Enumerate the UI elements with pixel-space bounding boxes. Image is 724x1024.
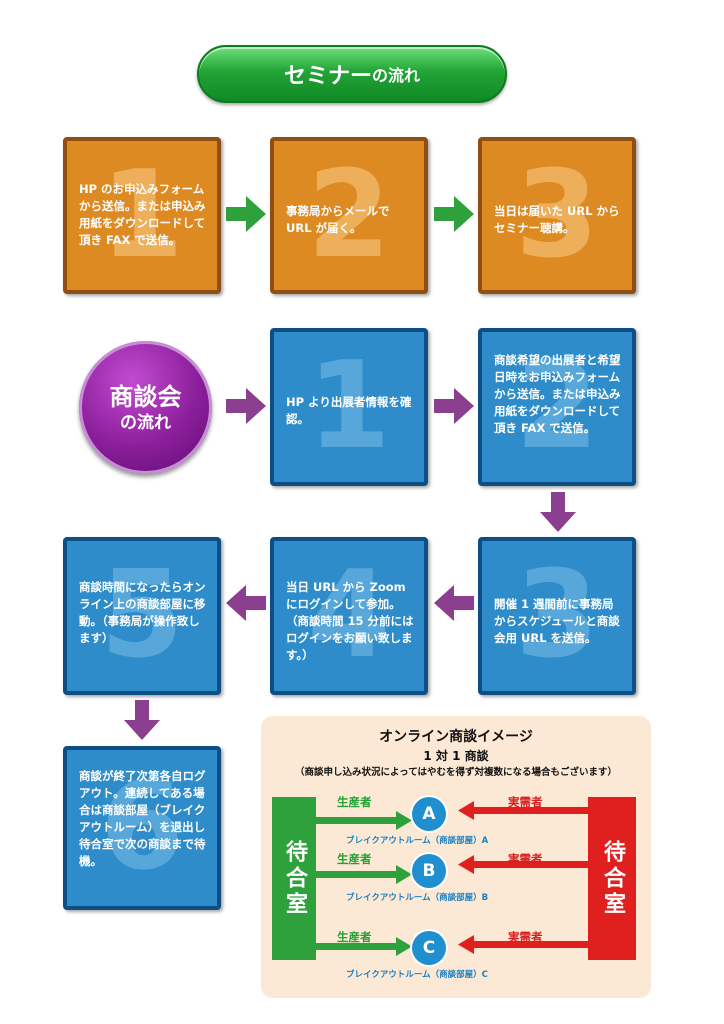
arrow-right-icon bbox=[226, 388, 266, 424]
arrow-right-icon bbox=[226, 196, 266, 232]
circle-line1: 商談会 bbox=[109, 382, 182, 411]
meeting-step-5: 5 商談時間になったらオンライン上の商談部屋に移動。（事務局が操作致します） bbox=[63, 537, 221, 695]
step-number: 2 bbox=[307, 145, 391, 285]
seminar-step-3: 3 当日は届いた URL からセミナー聴講。 bbox=[478, 137, 636, 294]
waiting-room-left: 待合室 bbox=[272, 797, 316, 960]
room-a: A bbox=[412, 797, 446, 831]
producer-label: 生産者 bbox=[337, 852, 372, 866]
buyer-label: 実需者 bbox=[508, 795, 543, 809]
step-text: HP より出展者情報を確認。 bbox=[286, 395, 412, 426]
title-pill: セミナー の流れ bbox=[197, 45, 507, 103]
seminar-step-2: 2 事務局からメールで URL が届く。 bbox=[270, 137, 428, 294]
arrow-left-icon bbox=[226, 585, 266, 621]
step-number: 1 bbox=[307, 337, 391, 476]
meeting-step-1: 1 HP より出展者情報を確認。 bbox=[270, 328, 428, 486]
meeting-step-2: 2 商談希望の出展者と希望日時をお申込みフォームから送信。または申込み用紙をダウ… bbox=[478, 328, 636, 486]
step-text: 当日 URL から Zoom にログインして参加。（商談時間 15 分前にはログ… bbox=[286, 580, 414, 662]
buyer-label: 実需者 bbox=[508, 852, 543, 866]
producer-label: 生産者 bbox=[337, 930, 372, 944]
room-b-caption: ブレイクアウトルーム（商談部屋）B bbox=[346, 893, 489, 903]
step-number: 3 bbox=[515, 145, 599, 285]
seminar-step-1: 1 HP のお申込みフォームから送信。または申込み用紙をダウンロードして頂き F… bbox=[63, 137, 221, 294]
step-text: 商談希望の出展者と希望日時をお申込みフォームから送信。または申込み用紙をダウンロ… bbox=[494, 353, 621, 435]
room-b: B bbox=[412, 854, 446, 888]
arrow-right-icon bbox=[434, 196, 474, 232]
step-number: 5 bbox=[100, 546, 184, 685]
room-c: C bbox=[412, 931, 446, 965]
step-number: 2 bbox=[515, 337, 599, 476]
meeting-step-3: 3 開催 1 週間前に事務局からスケジュールと商談会用 URL を送信。 bbox=[478, 537, 636, 695]
waiting-room-right: 待合室 bbox=[588, 797, 636, 960]
online-note: （商談申し込み状況によってはやむを得ず対複数になる場合もございます） bbox=[294, 767, 618, 778]
meeting-flow-circle: 商談会 の流れ bbox=[79, 341, 212, 474]
room-c-caption: ブレイクアウトルーム（商談部屋）C bbox=[346, 970, 488, 980]
online-meeting-panel: オンライン商談イメージ 1 対 1 商談 （商談申し込み状況によってはやむを得ず… bbox=[261, 716, 651, 998]
arrow-down-icon bbox=[540, 492, 576, 532]
arrow-down-icon bbox=[124, 700, 160, 740]
step-number: 6 bbox=[100, 758, 184, 897]
step-number: 3 bbox=[515, 546, 599, 685]
producer-label: 生産者 bbox=[337, 795, 372, 809]
step-text: 開催 1 週間前に事務局からスケジュールと商談会用 URL を送信。 bbox=[494, 597, 620, 645]
title-main: セミナー bbox=[283, 64, 372, 89]
arrow-left-icon bbox=[434, 585, 474, 621]
online-title: オンライン商談イメージ bbox=[379, 729, 533, 745]
step-text: 商談時間になったらオンライン上の商談部屋に移動。（事務局が操作致します） bbox=[79, 580, 206, 645]
meeting-step-6: 6 商談が終了次第各自ログアウト。連続してある場合は商談部屋（ブレイクアウトルー… bbox=[63, 746, 221, 910]
arrow-right-icon bbox=[434, 388, 474, 424]
step-number: 4 bbox=[307, 546, 391, 685]
room-a-caption: ブレイクアウトルーム（商談部屋）A bbox=[346, 836, 489, 846]
title-suffix: の流れ bbox=[372, 66, 421, 85]
step-text: 商談が終了次第各自ログアウト。連続してある場合は商談部屋（ブレイクアウトルーム）… bbox=[79, 769, 206, 868]
buyer-label: 実需者 bbox=[508, 930, 543, 944]
step-text: HP のお申込みフォームから送信。または申込み用紙をダウンロードして頂き FAX… bbox=[79, 182, 206, 247]
meeting-step-4: 4 当日 URL から Zoom にログインして参加。（商談時間 15 分前には… bbox=[270, 537, 428, 695]
producer-arrows bbox=[316, 801, 588, 956]
step-text: 当日は届いた URL からセミナー聴講。 bbox=[494, 204, 620, 235]
step-number: 1 bbox=[100, 145, 184, 285]
step-text: 事務局からメールで URL が届く。 bbox=[286, 204, 390, 235]
online-subtitle: 1 対 1 商談 bbox=[423, 749, 489, 763]
circle-line2: の流れ bbox=[120, 412, 171, 433]
